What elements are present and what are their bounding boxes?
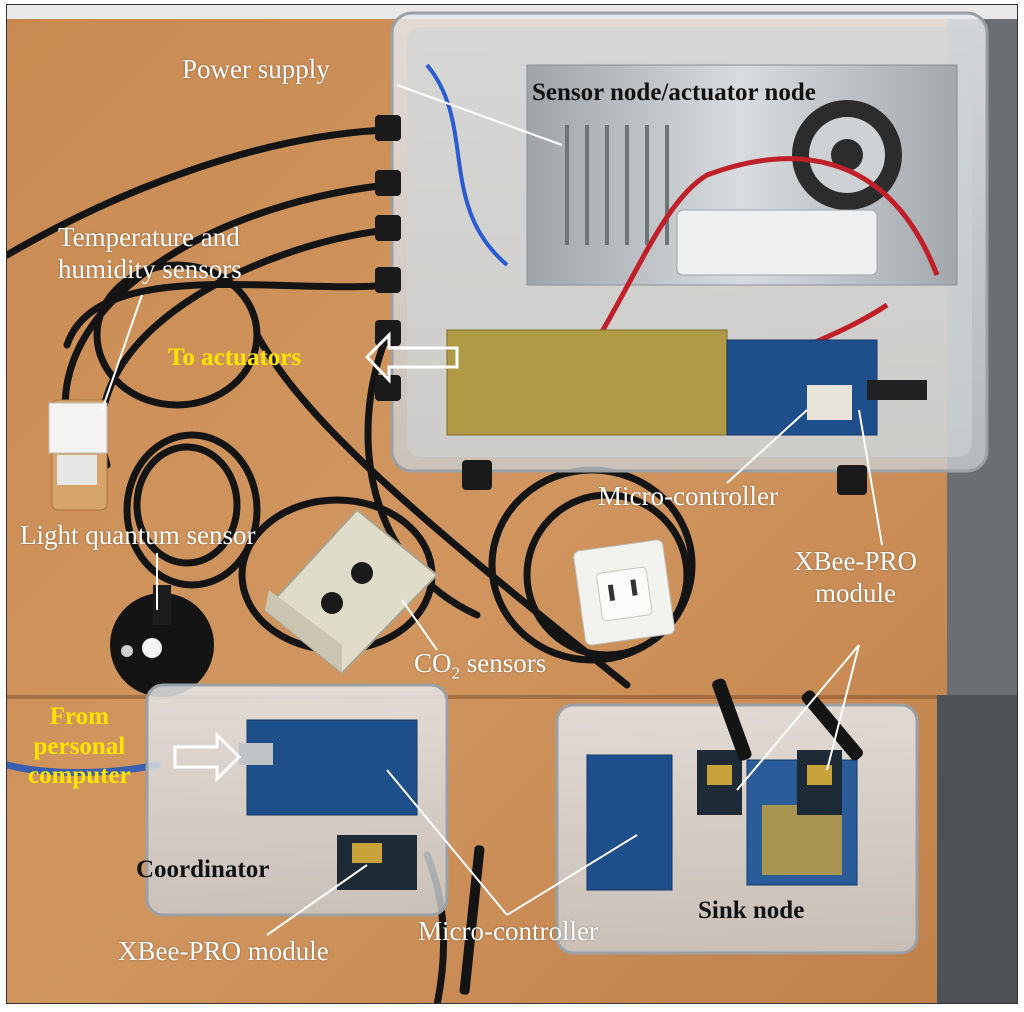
label-from-personal-computer: From personal computer [28,703,131,789]
co2-prefix: CO [414,648,452,678]
leader-lines [101,84,883,936]
label-to-actuators: To actuators [168,344,302,371]
coordinator-enclosure [145,683,485,995]
label-xbee-bottom: XBee-PRO module [118,936,329,966]
label-micro-controller-bottom: Micro-controller [418,916,598,946]
label-sink-node: Sink node [698,897,805,924]
label-power-supply: Power supply [182,54,330,84]
power-socket [573,539,675,646]
lab-photo [6,4,1018,1004]
arrow-left-icon [364,331,459,384]
label-micro-controller-top: Micro-controller [598,481,778,511]
temperature-humidity-sensor [48,399,108,511]
photo-illustration [7,5,1017,1003]
co2-suffix: sensors [460,648,547,678]
co2-subscript: 2 [451,663,461,683]
label-light-quantum-sensor: Light quantum sensor [20,520,256,550]
arrow-right-icon [173,731,242,783]
label-xbee-top: XBee-PRO module [794,546,917,608]
label-coordinator: Coordinator [136,856,270,883]
co2-sensor-box [263,508,439,675]
label-sensor-node: Sensor node/actuator node [532,79,816,106]
light-quantum-sensor [110,585,214,697]
label-co2-sensors: CO2 sensors [414,648,547,683]
label-temperature-humidity: Temperature and humidity sensors [58,222,242,284]
sensor-actuator-enclosure [375,11,989,495]
